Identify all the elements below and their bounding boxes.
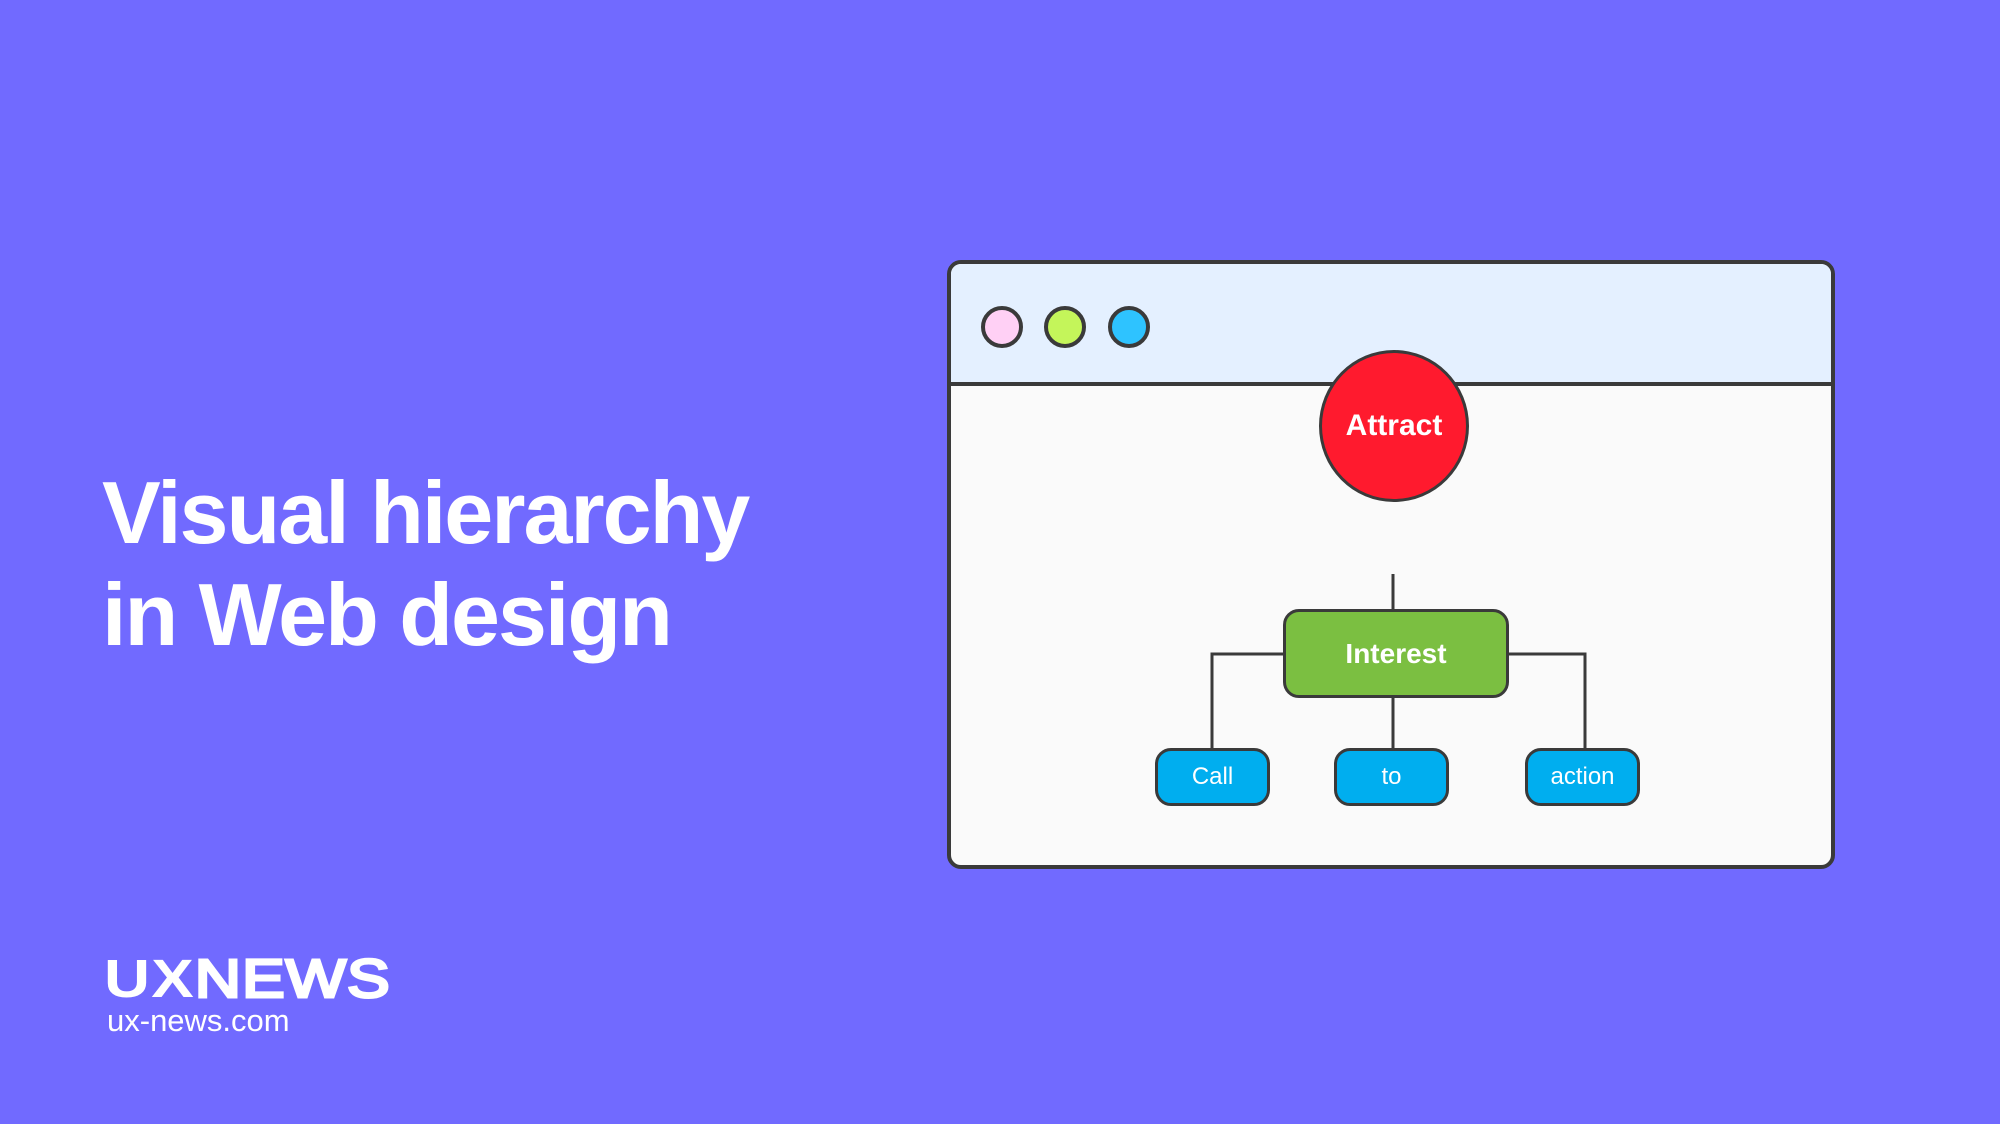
headline-line-2: in Web design [102,565,673,664]
headline-line-1: Visual hierarchy [102,463,750,562]
connector-action [1507,652,1587,752]
pink-dot-icon [981,306,1023,348]
headline: Visual hierarchy in Web design [102,462,750,666]
browser-window-illustration: Attract Interest Call to action [947,260,1835,869]
to-label: to [1381,763,1402,790]
interest-label: Interest [1345,637,1447,669]
attract-node: Attract [1319,350,1469,502]
blue-dot-icon [1108,306,1150,348]
action-label: action [1550,763,1615,790]
call-label: Call [1191,763,1234,790]
connector-call [1210,652,1285,752]
uxnews-logo[interactable]: UXNEWS [104,949,391,1009]
site-url[interactable]: ux-news.com [107,1003,290,1038]
connector-lines [1210,574,1587,752]
green-dot-icon [1044,306,1086,348]
action-node: action [1525,748,1640,806]
to-node: to [1334,748,1449,806]
logo-news: NEWS [193,949,391,1009]
logo-ux: UX [104,949,195,1009]
attract-label: Attract [1345,409,1443,442]
call-node: Call [1155,748,1270,806]
interest-node: Interest [1283,609,1509,698]
